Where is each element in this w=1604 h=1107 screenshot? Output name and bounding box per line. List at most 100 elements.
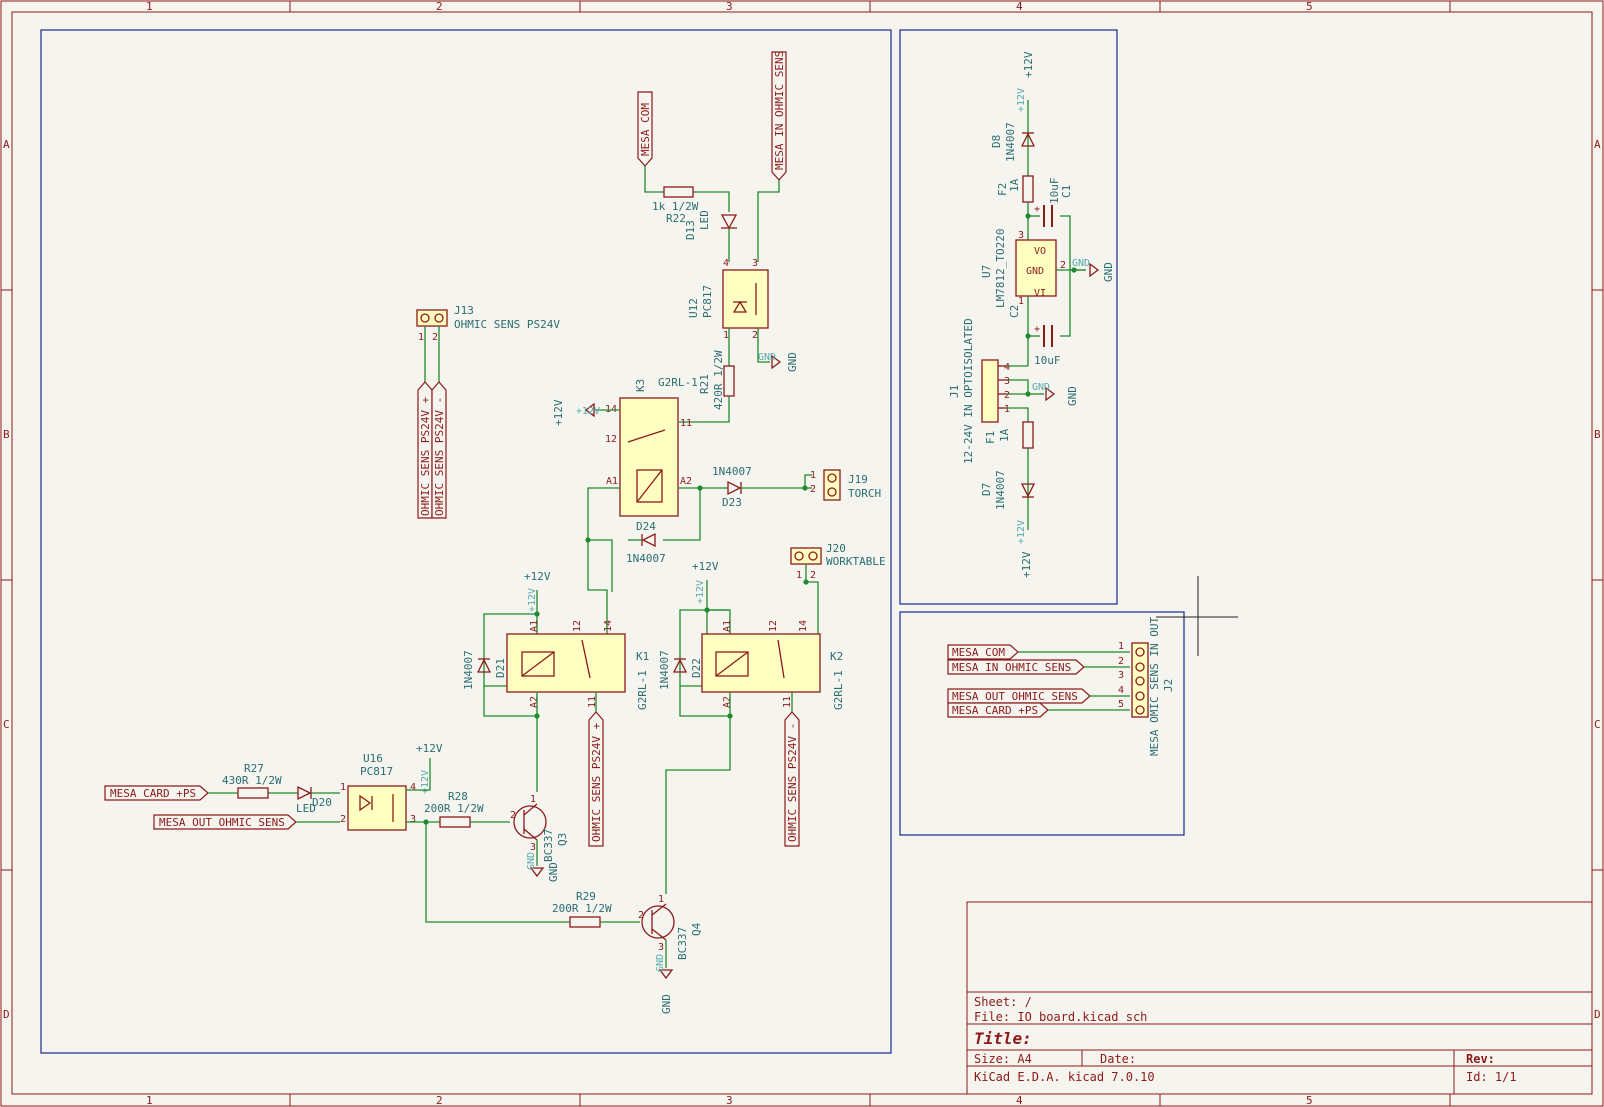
diode-d22[interactable]: 1N4007 D22 [658,650,703,690]
diode-d23[interactable]: 1N4007 D23 [712,465,752,509]
row-label-a: A [3,138,10,151]
row-label-d: D [3,1008,10,1021]
svg-text:OHMIC SENS PS24V -: OHMIC SENS PS24V - [786,723,799,842]
transistor-q3[interactable]: 2 13 BC337 Q3 [510,794,569,862]
vcc-symbol-k2: +12V +12V [692,560,719,604]
svg-text:D24: D24 [636,520,656,533]
row-label-c-right: C [1594,718,1601,731]
svg-text:GND: GND [1066,386,1079,406]
transistor-q4[interactable]: 2 13 BC337 Q4 [638,894,703,960]
resistor-r27[interactable]: R27 430R 1/2W [222,762,282,799]
svg-text:MESA CARD +PS: MESA CARD +PS [110,787,196,800]
connector-j19[interactable]: 12 J19 TORCH [810,469,881,501]
svg-text:4: 4 [723,258,729,269]
mesa-com-label-j2[interactable]: MESA COM [947,644,1019,660]
diode-d7[interactable]: D7 1N4007 [980,470,1036,510]
svg-text:3: 3 [1118,670,1124,681]
svg-text:GND: GND [526,852,537,870]
diode-d8[interactable]: D8 1N4007 [990,122,1036,162]
svg-text:LED: LED [296,802,316,815]
mesa-out-ohmic-label-j2[interactable]: MESA OUT OHMIC SENS [947,688,1091,704]
svg-text:U12: U12 [687,298,700,318]
svg-text:D7: D7 [980,483,993,496]
led-d13[interactable]: D13 LED [684,210,738,240]
svg-text:+12V: +12V [1020,551,1033,578]
svg-text:10uF: 10uF [1034,354,1061,367]
ohmic-ps-plus-label-k1[interactable]: OHMIC SENS PS24V + [588,711,604,847]
mesa-com-label-top[interactable]: MESA COM [637,91,653,167]
title-block: Sheet: / File: IO board.kicad_sch Title:… [966,901,1593,1095]
mesa-in-ohmic-label-j2[interactable]: MESA IN OHMIC SENS [947,659,1085,675]
svg-text:11: 11 [782,696,793,708]
svg-text:OHMIC SENS PS24V +: OHMIC SENS PS24V + [590,722,603,842]
cursor-crosshair [1156,576,1238,656]
svg-text:200R 1/2W: 200R 1/2W [424,802,484,815]
svg-text:GND: GND [660,994,673,1014]
svg-text:1N4007: 1N4007 [1004,122,1017,162]
svg-text:MESA COM: MESA COM [952,646,1005,659]
row-label-a-right: A [1594,138,1601,151]
ohmic-ps-minus-label-left[interactable]: OHMIC SENS PS24V - [431,381,447,519]
ohmic-ps-plus-label-left[interactable]: OHMIC SENS PS24V + [417,381,433,519]
svg-text:PC817: PC817 [701,285,714,318]
mesa-card-ps-label-bottom[interactable]: MESA CARD +PS [104,785,209,801]
svg-text:G2RL-1: G2RL-1 [832,670,845,710]
col-label-1-bottom: 1 [146,1094,153,1107]
capacitor-c1[interactable]: + C1 10uF [1034,178,1073,228]
col-label-5: 5 [1306,0,1313,13]
svg-text:BC337: BC337 [542,829,555,862]
connector-j2[interactable]: 12 34 5 J2 MESA OMIC SENS IN OUT [1118,617,1175,756]
resistor-r22[interactable]: 1k 1/2W R22 [652,186,699,225]
svg-text:3: 3 [1018,230,1024,241]
svg-text:+12V: +12V [420,770,431,794]
mesa-card-ps-label-j2[interactable]: MESA CARD +PS [947,702,1049,718]
svg-text:430R 1/2W: 430R 1/2W [222,774,282,787]
led-d20[interactable]: D20 LED [296,785,332,815]
svg-text:LM7812_TO220: LM7812_TO220 [994,229,1007,308]
optocoupler-u16[interactable]: 12 43 U16 PC817 [340,752,416,831]
ohmic-ps-minus-label-k2[interactable]: OHMIC SENS PS24V - [784,711,800,847]
row-label-b-right: B [1594,428,1601,441]
svg-text:1: 1 [340,782,346,793]
svg-text:R27: R27 [244,762,264,775]
regulator-u7[interactable]: VO VI GND 31 2 U7 LM7812_TO220 [980,229,1066,308]
title-block-title: Title: [974,1029,1032,1048]
col-label-3-bottom: 3 [726,1094,733,1107]
fuse-f2[interactable]: F2 1A [996,175,1034,203]
svg-text:MESA CARD +PS: MESA CARD +PS [952,704,1038,717]
mesa-in-ohmic-label-top[interactable]: MESA IN OHMIC SENS [771,51,787,181]
svg-text:R22: R22 [666,212,686,225]
fuse-f1[interactable]: F1 1A [984,421,1034,449]
relay-k1[interactable]: A1 A2 12 14 11 K1 G2RL-1 [506,620,649,710]
diode-d21[interactable]: 1N4007 D21 [462,650,507,690]
diode-d24[interactable]: D24 1N4007 [626,520,666,565]
svg-text:LED: LED [698,210,711,230]
svg-text:1k 1/2W: 1k 1/2W [652,200,699,213]
svg-text:420R 1/2W: 420R 1/2W [712,350,725,410]
svg-text:+: + [1034,324,1040,335]
capacitor-c2[interactable]: + C2 10uF [1008,305,1061,367]
title-block-file: File: IO board.kicad_sch [974,1010,1147,1024]
svg-text:G2RL-1: G2RL-1 [658,376,698,389]
connector-j1[interactable]: 43 21 J1 12-24V IN OPTOISOLATED [948,318,1010,464]
relay-k2[interactable]: A1 A2 12 14 11 K2 G2RL-1 [701,620,845,710]
svg-text:12: 12 [768,620,779,632]
svg-text:D20: D20 [312,796,332,809]
svg-text:3: 3 [752,258,758,269]
svg-text:GND: GND [1102,262,1115,282]
svg-text:J13: J13 [454,304,474,317]
svg-text:GND: GND [1072,258,1090,269]
resistor-r29[interactable]: R29 200R 1/2W [552,890,612,928]
svg-text:12-24V IN OPTOISOLATED: 12-24V IN OPTOISOLATED [962,318,975,464]
vcc-symbol-ps-bottom: +12V +12V [1016,520,1033,578]
resistor-r21[interactable]: R21 420R 1/2W [698,350,735,410]
svg-text:+12V: +12V [527,588,538,612]
mesa-out-ohmic-label-bottom[interactable]: MESA OUT OHMIC SENS [153,814,297,830]
svg-text:10uF: 10uF [1048,178,1061,205]
